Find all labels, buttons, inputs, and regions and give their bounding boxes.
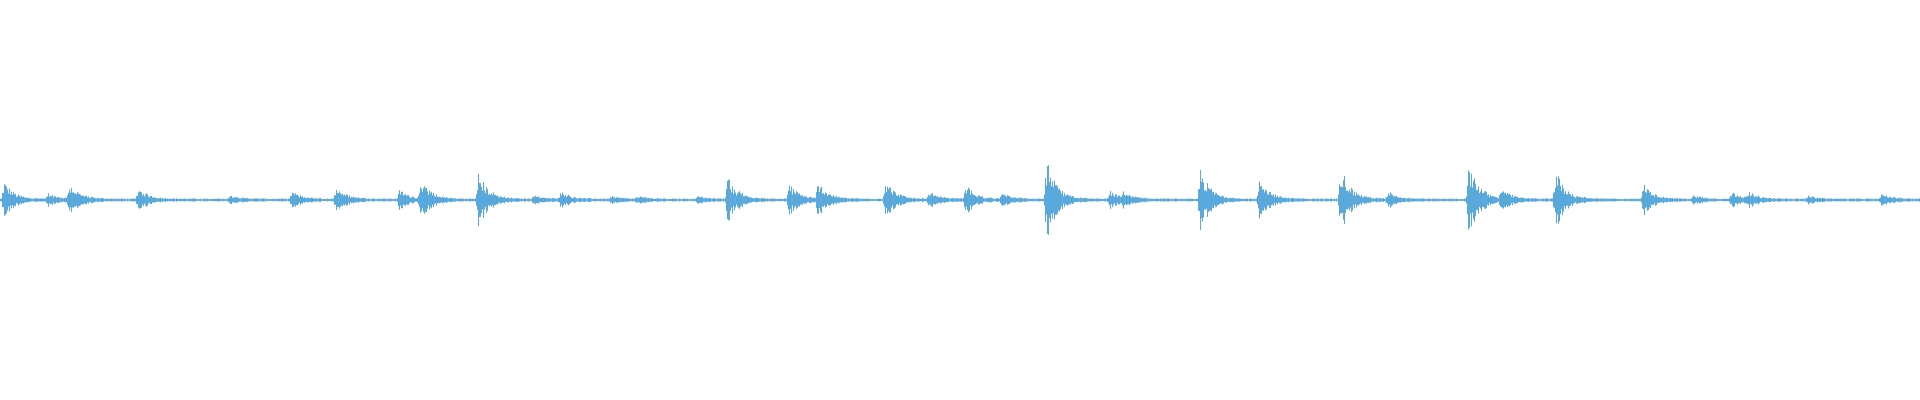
- waveform-trace: [0, 165, 1920, 235]
- waveform-samples: [0, 165, 1920, 235]
